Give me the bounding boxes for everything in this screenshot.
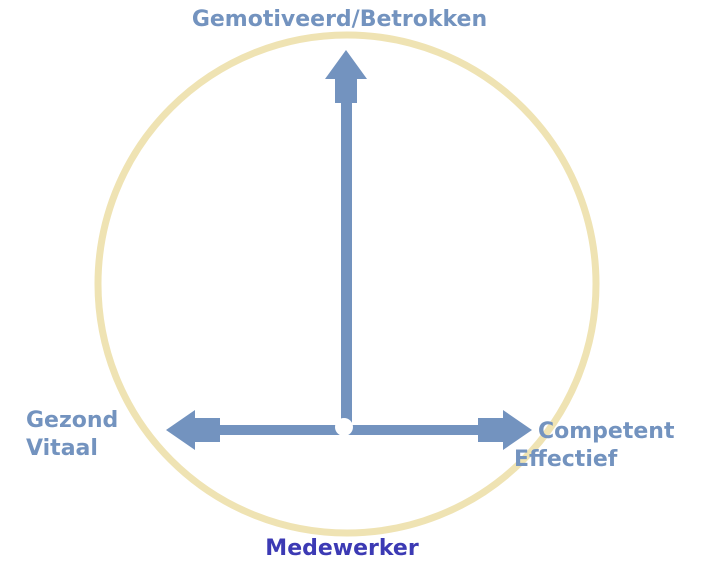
label-competent-effective: Competent Effectief [514,418,675,474]
outer-circle [94,31,600,537]
arrow-left-shaft [215,425,350,435]
label-top-text: Gemotiveerd/Betrokken [191,7,488,32]
label-healthy-vital: Gezond Vitaal [26,407,118,463]
label-right-line1: Competent [538,419,675,444]
label-employee: Medewerker [0,535,684,563]
arrow-up-shaft [341,100,352,426]
arrow-up-head [325,50,367,103]
label-motivated-engaged: Gemotiveerd/Betrokken [0,6,679,34]
center-dot [335,418,353,436]
label-left-line1: Gezond [26,408,119,433]
arrow-right-shaft [345,425,480,435]
label-bottom-text: Medewerker [265,536,419,561]
label-left-line2: Vitaal [26,436,98,461]
arrow-right-head [478,410,532,450]
arrow-left-head [166,410,220,450]
label-right-line2: Effectief [514,447,618,472]
